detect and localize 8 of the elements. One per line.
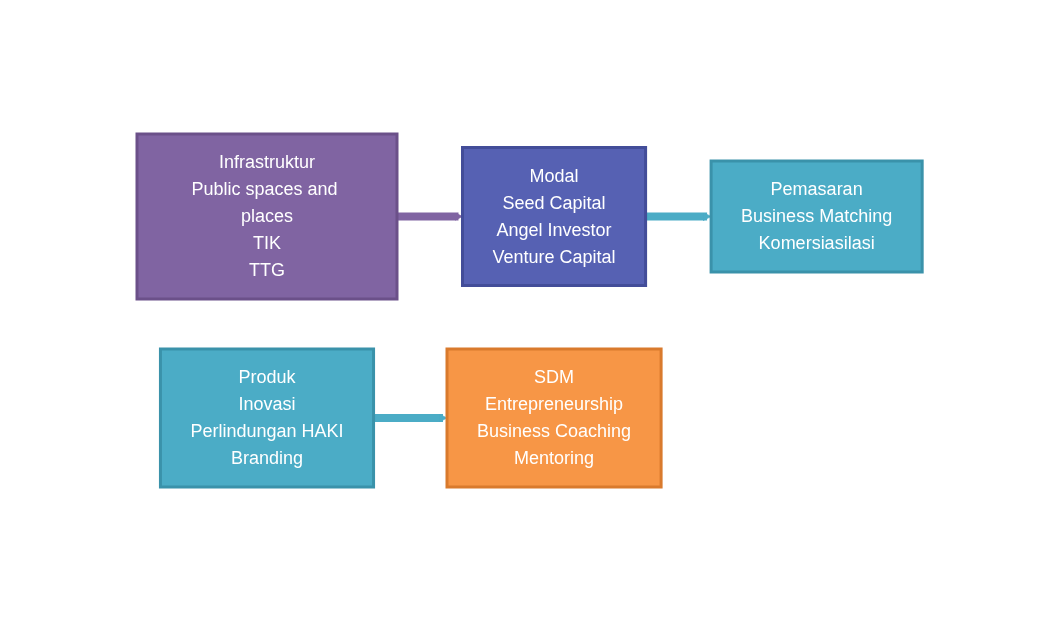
node-box: Produk Inovasi Perlindungan HAKI Branding (158, 347, 375, 488)
node-box: SDM Entrepreneurship Business Coaching Mentoring (445, 347, 663, 488)
node-box: Modal Seed Capital Angel Investor Venture Capital (460, 145, 647, 287)
node-box: Infrastruktur Public spaces and places TIK TTG (135, 132, 399, 300)
arrow (645, 211, 712, 221)
node-box: Pemasaran Business Matching Komersiasilasi (709, 159, 924, 273)
arrow (373, 413, 448, 422)
arrow (396, 211, 463, 221)
